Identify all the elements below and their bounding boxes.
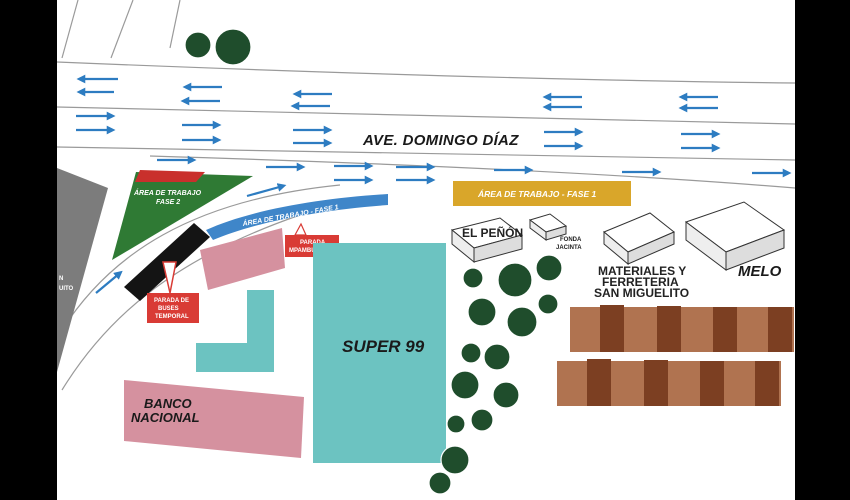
el-penon-label: EL PEÑÓN <box>462 225 523 240</box>
rooftops-row-2 <box>557 359 781 406</box>
work-area-phase1-label: ÁREA DE TRABAJO - FASE 1 <box>477 189 597 199</box>
street-name: AVE. DOMINGO DÍAZ <box>362 132 519 149</box>
left-block-label: N UITO <box>59 276 74 292</box>
left-gray-block <box>57 168 108 372</box>
work-area-blue-band <box>206 194 388 240</box>
work-area-phase2-red-cap <box>135 170 205 182</box>
teal-l-building <box>196 290 274 372</box>
el-penon-building <box>450 217 524 264</box>
avenue-edges <box>56 61 796 391</box>
rooftops-row-1 <box>570 305 794 352</box>
pink-building-small <box>200 228 285 290</box>
trees <box>184 28 563 495</box>
melo-label: MELO <box>738 263 782 280</box>
fonda-jacinta-building <box>528 213 568 241</box>
bus-stop-metro-pointer <box>293 222 307 236</box>
materiales-building <box>603 212 675 266</box>
materiales-label: MATERIALES Y FERRETERIA SAN MIGUELITO <box>594 264 689 300</box>
bus-stop-temporary-pointer <box>162 261 177 294</box>
super99-label: SUPER 99 <box>342 337 425 356</box>
eastbound-arrows <box>76 111 792 294</box>
bus-stop-temporary-sign <box>147 293 199 323</box>
work-area-phase2-label: ÁREA DE TRABAJO FASE 2 <box>133 188 203 206</box>
westbound-arrows <box>76 74 718 113</box>
work-area-phase2 <box>112 172 253 260</box>
fonda-jacinta-label: FONDA JACINTA <box>556 237 583 251</box>
banco-nacional-building <box>124 380 304 458</box>
melo-building <box>684 201 786 271</box>
banco-nacional-label: BANCO NACIONAL <box>131 396 200 425</box>
super99-building <box>313 243 446 463</box>
side-street-lines <box>61 0 181 59</box>
bus-stop-temporary-label: PARADA DE BUSES TEMPORAL <box>154 298 191 320</box>
work-area-phase1 <box>453 181 631 206</box>
